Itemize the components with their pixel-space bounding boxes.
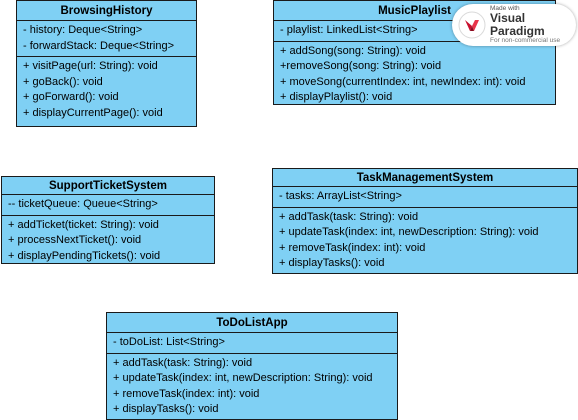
class-name: TaskManagementSystem [273,169,577,187]
methods-section: + addTicket(ticket: String): void + proc… [2,216,214,267]
method: + goForward(): void [23,91,119,103]
methods-section: + addTask(task: String): void + updateTa… [107,354,397,420]
attributes-section: - tasks: ArrayList<String> [273,187,577,208]
attributes-section: - toDoList: List<String> [107,333,397,354]
method: + displayCurrentPage(): void [23,106,163,119]
attributes-section: - playlist: LinkedList<String> [274,21,555,42]
method: + removeTask(index: int): void [113,387,260,400]
class-todo-list-app[interactable]: ToDoListApp - toDoList: List<String> + a… [106,312,398,420]
class-name: SupportTicketSystem [2,177,214,195]
visual-paradigm-watermark: Made with Visual Paradigm For non-commer… [452,4,576,46]
method: +removeSong(song: String): void [280,60,442,72]
method: + goBack(): void [23,75,103,88]
attributes-section: - history: Deque<String> - forwardStack:… [17,21,196,57]
class-name: BrowsingHistory [17,1,196,21]
attribute: - toDoList: List<String> [113,336,225,348]
attributes-section: -- ticketQueue: Queue<String> [2,195,214,216]
methods-section: + addSong(song: String): void +removeSon… [274,42,555,108]
method: + displayTasks(): void [113,403,219,415]
method: + addTask(task: String): void [279,210,419,223]
method: + addTicket(ticket: String): void [8,218,159,231]
watermark-brand: Visual Paradigm [490,11,545,38]
method: + addTask(task: String): void [113,356,253,369]
class-support-ticket-system[interactable]: SupportTicketSystem -- ticketQueue: Queu… [1,176,215,264]
methods-section: + addTask(task: String): void + updateTa… [273,208,577,274]
method: + updateTask(index: int, newDescription:… [113,372,373,384]
method: + moveSong(currentIndex: int, newIndex: … [280,75,526,88]
method: + processNextTicket(): void [8,234,142,246]
class-name: MusicPlaylist [274,1,555,21]
attribute: - playlist: LinkedList<String> [280,24,418,36]
watermark-subtitle: For non-commercial use [490,36,561,44]
method: + displayPlaylist(): void [280,91,393,103]
method: + updateTask(index: int, newDescription:… [279,226,539,238]
attribute: - history: Deque<String> [23,24,143,36]
class-task-management-system[interactable]: TaskManagementSystem - tasks: ArrayList<… [272,168,578,274]
method: + displayTasks(): void [279,257,385,269]
method: + addSong(song: String): void [280,44,426,57]
method: + removeTask(index: int): void [279,241,426,254]
method: + displayPendingTickets(): void [8,249,161,262]
method: + visitPage(url: String): void [23,60,158,72]
class-name: ToDoListApp [107,313,397,333]
methods-section: + visitPage(url: String): void + goBack(… [17,57,196,123]
class-browsing-history[interactable]: BrowsingHistory - history: Deque<String>… [16,0,197,127]
attribute: - tasks: ArrayList<String> [279,190,402,202]
attribute: - forwardStack: Deque<String> [23,39,175,52]
watermark-made-with: Made with [490,4,520,12]
attribute: -- ticketQueue: Queue<String> [8,198,158,210]
visual-paradigm-logo-icon [458,11,486,39]
